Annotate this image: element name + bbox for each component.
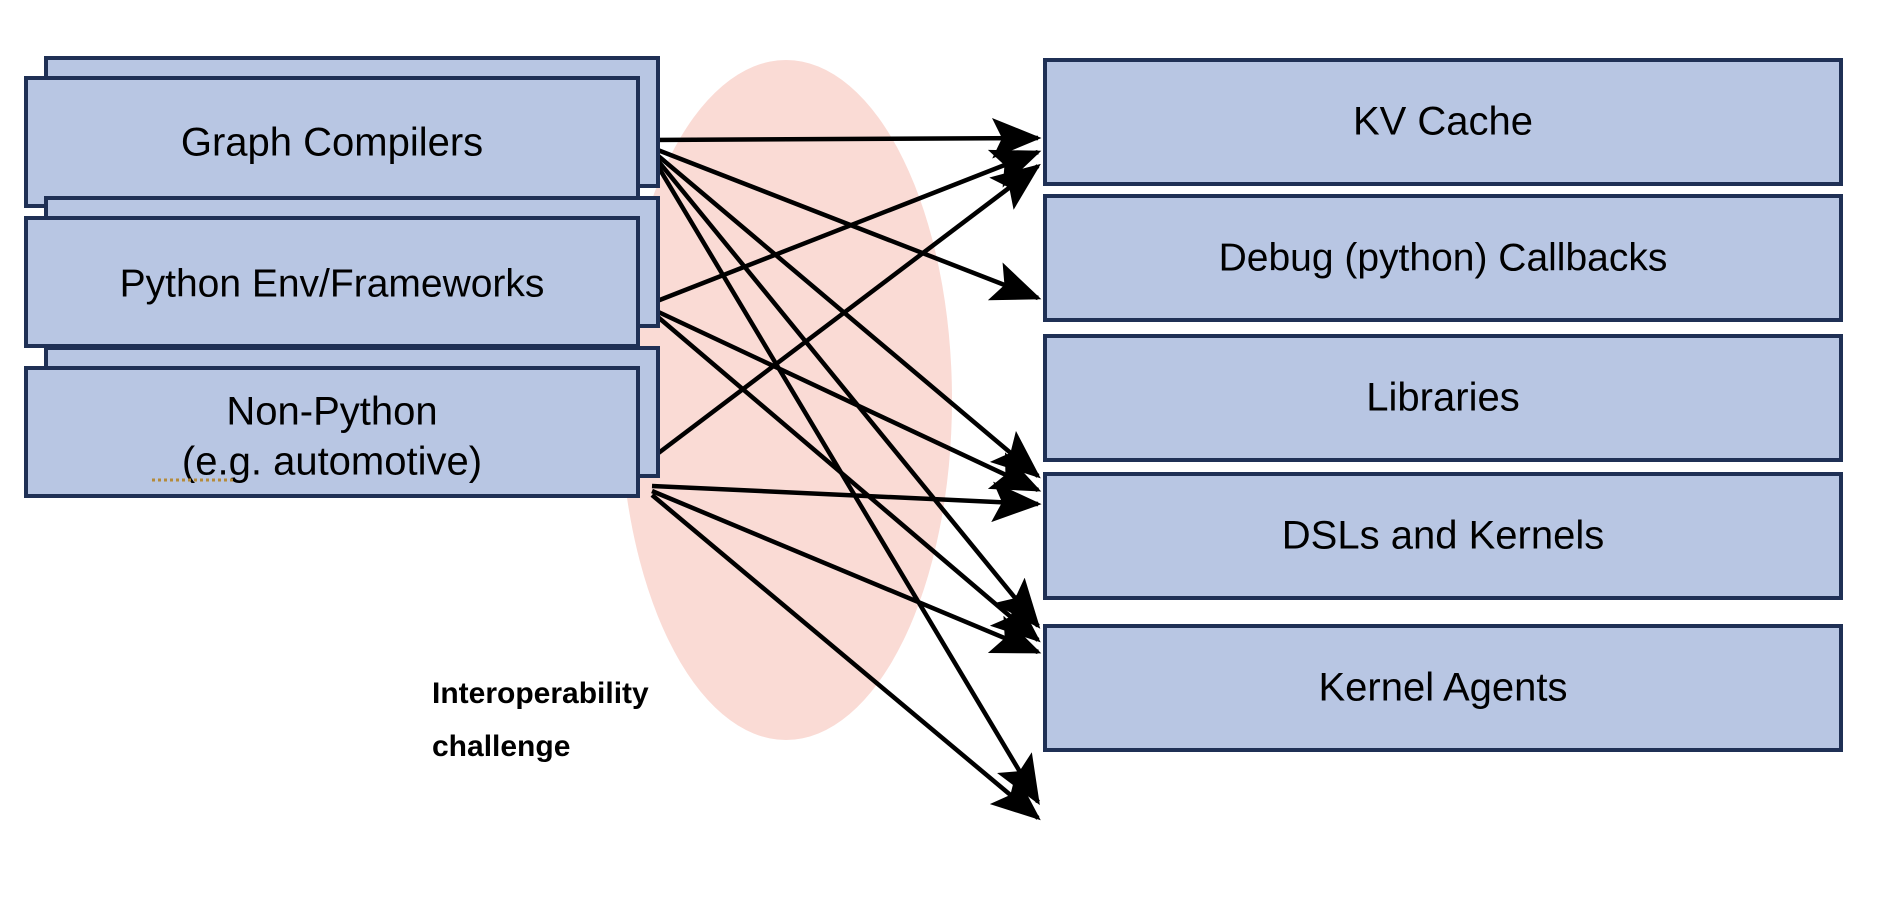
edge-python-env-to-libraries: [651, 306, 1042, 493]
edge-group: [638, 117, 1042, 821]
interop-annotation-line2: challenge: [432, 730, 570, 763]
graph-compilers-label: Graph Compilers: [181, 121, 483, 165]
interoperability-blob: [620, 60, 952, 740]
edge-graph-compilers-to-debug-callbacks: [649, 144, 1042, 301]
edge-non-python-to-dsls-kernels: [651, 488, 1042, 655]
edge-graph-compilers-to-kv-cache: [647, 117, 1042, 159]
node-python-env-frameworks[interactable]: Python Env/Frameworks: [24, 196, 660, 348]
non-python-front-card: [24, 366, 640, 498]
debug-python-callbacks-card: [1043, 194, 1843, 322]
node-kernel-agents[interactable]: Kernel Agents: [1043, 624, 1843, 752]
edge-graph-compilers-to-dsls-kernels: [648, 149, 1041, 629]
node-non-python[interactable]: Non-Python (e.g. automotive): [24, 346, 660, 498]
edge-non-python-to-kernel-agents: [650, 493, 1041, 821]
interop-annotation-line1: Interoperability: [432, 677, 649, 710]
edge-non-python-to-libraries: [651, 481, 1042, 523]
libraries-label: Libraries: [1366, 376, 1519, 420]
node-kv-cache[interactable]: KV Cache: [1043, 58, 1843, 186]
interoperability-challenge-annotation: Interoperability challenge: [432, 677, 649, 763]
graph-compilers-front-card: [24, 76, 640, 208]
python-env-front-card: [24, 216, 640, 348]
node-debug-python-callbacks[interactable]: Debug (python) Callbacks: [1043, 194, 1843, 322]
kv-cache-card: [1043, 58, 1843, 186]
kernel-agents-card: [1043, 624, 1843, 752]
libraries-card: [1043, 334, 1843, 462]
edge-non-python-to-kv-cache: [638, 163, 1041, 469]
edge-python-env-to-kv-cache: [651, 149, 1042, 306]
node-dsls-and-kernels[interactable]: DSLs and Kernels: [1043, 472, 1843, 600]
kernel-agents-label: Kernel Agents: [1318, 666, 1567, 710]
dsls-and-kernels-card: [1043, 472, 1843, 600]
dsls-and-kernels-label: DSLs and Kernels: [1282, 514, 1604, 558]
kv-cache-label: KV Cache: [1353, 100, 1533, 144]
non-python-label-line2: (e.g. automotive): [182, 440, 482, 484]
node-libraries[interactable]: Libraries: [1043, 334, 1843, 462]
node-graph-compilers[interactable]: Graph Compilers: [24, 56, 660, 208]
debug-python-callbacks-label: Debug (python) Callbacks: [1219, 236, 1668, 279]
edge-python-env-to-dsls-kernels: [650, 310, 1041, 643]
python-env-label: Python Env/Frameworks: [120, 262, 545, 305]
non-python-label-line1: Non-Python: [226, 390, 437, 434]
